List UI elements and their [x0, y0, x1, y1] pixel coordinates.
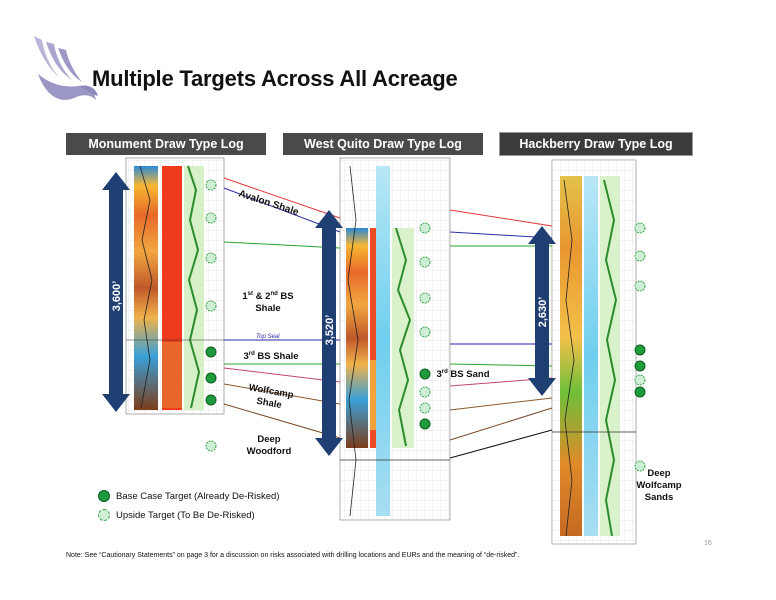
- thickness-arrows: [102, 172, 556, 456]
- thickness-label-west-quito: 3,520’: [324, 315, 336, 346]
- log-header-monument: Monument Draw Type Log: [66, 133, 266, 155]
- monument-draw-log: [125, 157, 225, 415]
- formation-top-seal: Top Seal: [256, 334, 280, 340]
- legend-item-base-case: Base Case Target (Already De-Risked): [98, 488, 318, 504]
- log-header-hackberry: Hackberry Draw Type Log: [499, 132, 693, 156]
- base-case-target-icon: [98, 490, 110, 502]
- hackberry-draw-log: [551, 159, 637, 545]
- company-logo: [34, 36, 98, 100]
- formation-deep-woodford: Deep Woodford: [246, 434, 292, 457]
- page-number: 16: [704, 540, 712, 547]
- footnote: Note: See “Cautionary Statements” on pag…: [66, 552, 520, 559]
- slide-title: Multiple Targets Across All Acreage: [92, 66, 458, 91]
- legend-label-base-case: Base Case Target (Already De-Risked): [116, 490, 280, 502]
- legend: Base Case Target (Already De-Risked) Ups…: [98, 488, 318, 523]
- legend-item-upside: Upside Target (To Be De-Risked): [98, 507, 318, 523]
- thickness-label-hackberry: 2,630’: [537, 297, 549, 328]
- formation-3rd-bs-sand: 3rd BS Sand: [436, 369, 490, 381]
- formation-1st-2nd-bs-shale: 1st & 2nd BS Shale: [242, 291, 294, 315]
- legend-label-upside: Upside Target (To Be De-Risked): [116, 509, 255, 521]
- formation-deep-wolfcamp-sands: Deep Wolfcamp Sands: [636, 468, 682, 503]
- log-header-west-quito: West Quito Draw Type Log: [283, 133, 483, 155]
- thickness-label-monument: 3,600’: [111, 281, 123, 312]
- target-markers: [205, 179, 646, 472]
- formation-3rd-bs-shale: 3rd BS Shale: [243, 351, 299, 363]
- upside-target-icon: [98, 509, 110, 521]
- west-quito-draw-log: [339, 157, 451, 521]
